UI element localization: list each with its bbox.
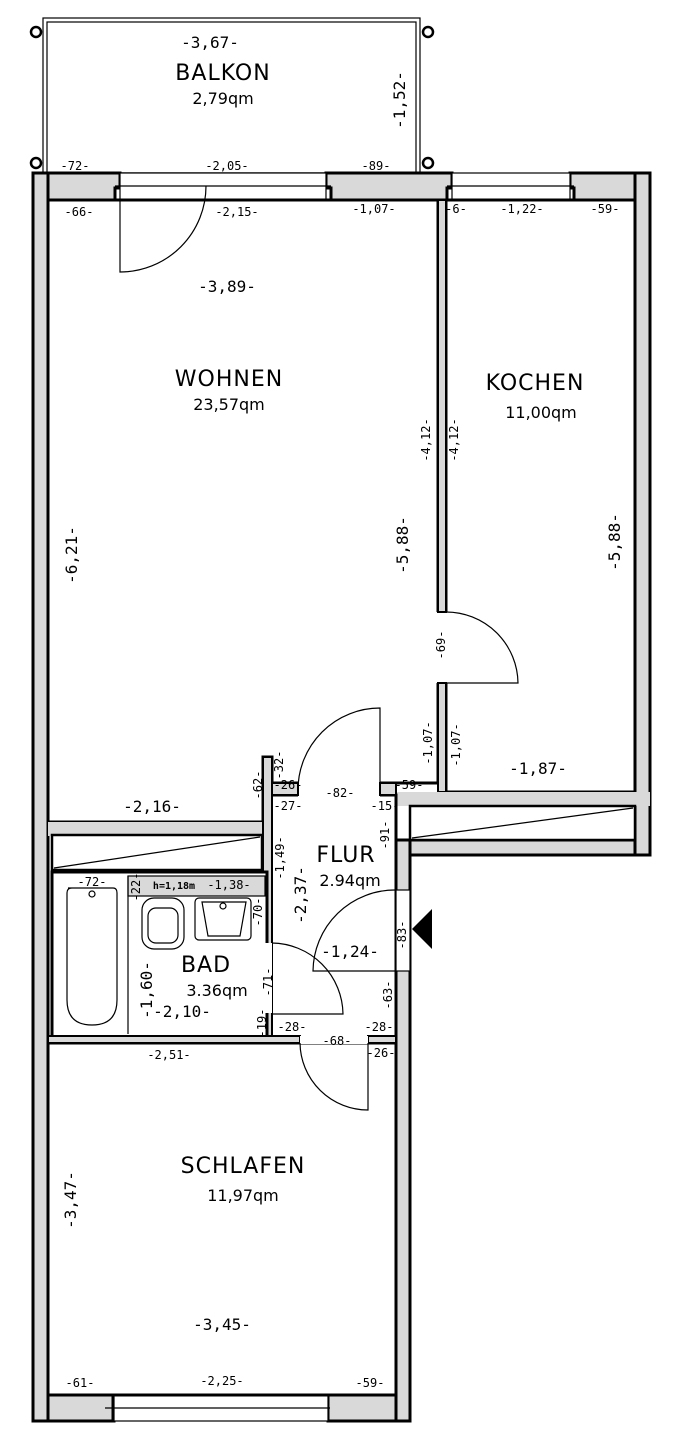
- room-area-balkon: 2,79qm: [192, 89, 253, 108]
- toilet-icon: [141, 897, 185, 950]
- room-name-kochen: KOCHEN: [486, 371, 585, 396]
- dim: -83-: [395, 921, 409, 950]
- kitchen-door-swing: [445, 611, 519, 684]
- dim: -69-: [434, 631, 448, 660]
- room-name-wohnen: WOHNEN: [175, 367, 283, 392]
- dim-kochen-width: -1,87-: [509, 759, 567, 778]
- sink-icon: [194, 897, 252, 941]
- dim-kochen-height: -5,88-: [605, 513, 624, 571]
- dim-bad-width: -2,10-: [153, 1002, 211, 1021]
- dim-balkon-width: -3,67-: [181, 33, 239, 52]
- dim: -27-: [274, 799, 303, 813]
- dim-balkon-depth: -1,52-: [390, 71, 409, 129]
- dim: -61-: [66, 1376, 95, 1390]
- railing-post-icon: [421, 156, 435, 170]
- dim: -59-: [591, 202, 620, 216]
- room-name-schlafen: SCHLAFEN: [181, 1154, 306, 1179]
- doors: [119, 185, 519, 1111]
- dim-schlafen-width: -3,45-: [193, 1315, 251, 1334]
- room-area-kochen: 11,00qm: [505, 403, 577, 422]
- dim: -89-: [362, 159, 391, 173]
- dim: -22-: [129, 873, 143, 902]
- dim: -1,22-: [500, 202, 543, 216]
- dim-wohnen-width: -3,89-: [198, 277, 256, 296]
- bath-fixtures: [66, 887, 252, 1026]
- dim: -26-: [274, 778, 303, 792]
- room-name-balkon: BALKON: [175, 61, 270, 86]
- room-name-flur: FLUR: [316, 843, 375, 868]
- room-area-schlafen: 11,97qm: [207, 1186, 279, 1205]
- windows: [105, 172, 574, 1422]
- dim: -4,12-: [419, 418, 433, 461]
- dim: -63-: [381, 981, 395, 1010]
- dim: -59-: [356, 1376, 385, 1390]
- walls: [31, 171, 652, 1423]
- dim-wohnen-height: -6,21-: [62, 526, 81, 584]
- room-name-bad: BAD: [181, 953, 231, 978]
- dim-schlafen-top: -2,51-: [147, 1048, 190, 1062]
- dim: -91-: [378, 821, 392, 850]
- dim-schlafen-height: -3,47-: [61, 1171, 80, 1229]
- balcony-door-swing: [119, 185, 207, 273]
- dim: -32-: [272, 751, 286, 780]
- dim: -1,07-: [449, 723, 463, 766]
- dim: -2,25-: [200, 1374, 243, 1388]
- dim: -1,07-: [421, 721, 435, 764]
- dim: -1,07-: [352, 202, 395, 216]
- dimensions: -3,67- -1,52- -72- -2,05- -89- -66- -2,1…: [61, 33, 624, 1390]
- room-area-bad: 3.36qm: [186, 981, 247, 1000]
- dim: -71-: [261, 968, 275, 997]
- dim: -4,12-: [447, 418, 461, 461]
- room-labels: BALKON 2,79qm WOHNEN 23,57qm KOCHEN 11,0…: [175, 61, 585, 1205]
- dim: -82-: [326, 786, 355, 800]
- railing-post-icon: [29, 25, 43, 39]
- dim: -15-: [371, 799, 400, 813]
- dim: -28-: [365, 1020, 394, 1034]
- dim-flur-length: -2,37-: [291, 866, 310, 924]
- railing-post-icon: [29, 156, 43, 170]
- sill-height-label: h=1,18m: [153, 881, 195, 892]
- dim: -72-: [61, 159, 90, 173]
- dim: -1,38-: [207, 878, 250, 892]
- dim: -28-: [278, 1020, 307, 1034]
- dim: -1,49-: [273, 836, 287, 879]
- dim: -72-: [78, 875, 107, 889]
- bathtub-icon: [66, 887, 118, 1026]
- dim: -6-: [445, 202, 467, 216]
- dim-flur-width: -1,24-: [321, 942, 379, 961]
- entrance-arrow-icon: [412, 909, 432, 949]
- dim: -62-: [251, 771, 265, 800]
- bedroom-door-swing: [299, 1042, 369, 1111]
- living-door-swing: [297, 707, 381, 791]
- room-outlines: [46, 198, 650, 1397]
- dim: -2,15-: [215, 205, 258, 219]
- dim: -19-: [255, 1009, 269, 1038]
- dim-wohnen-inner: -5,88-: [393, 516, 412, 574]
- bath-door-swing: [271, 942, 344, 1015]
- dim: -68-: [323, 1034, 352, 1048]
- dim: -26-: [367, 1046, 396, 1060]
- dim: -2,05-: [205, 159, 248, 173]
- dim-bad-height: -1,60-: [137, 961, 156, 1019]
- room-area-flur: 2.94qm: [319, 871, 380, 890]
- dim: -70-: [251, 898, 265, 927]
- dim: -66-: [65, 205, 94, 219]
- dim: -59-: [395, 778, 424, 792]
- railing-post-icon: [421, 25, 435, 39]
- dim-wohnen-bottom: -2,16-: [123, 797, 181, 816]
- entrance-door-swing: [312, 889, 397, 972]
- room-area-wohnen: 23,57qm: [193, 395, 265, 414]
